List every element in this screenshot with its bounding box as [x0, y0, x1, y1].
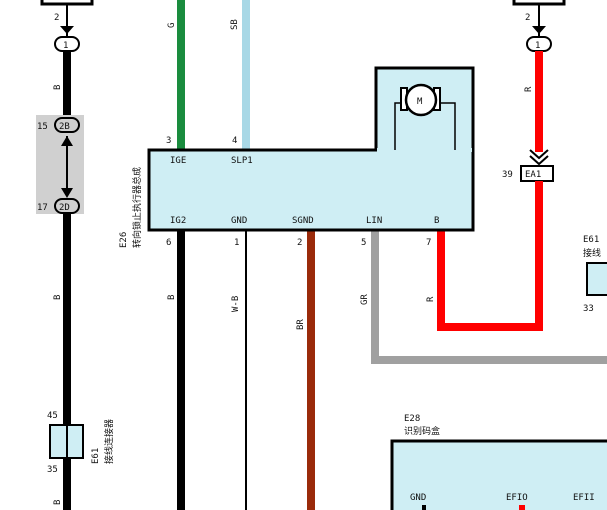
pin-4-number: 4 [232, 136, 237, 146]
e28-code: E28 [404, 414, 420, 424]
pin-5-number: 5 [361, 238, 366, 248]
left-top-pin: 2 [54, 13, 59, 23]
left-wire-label-bottom: B [53, 500, 63, 505]
e26-bottom-wires: 6 B 1 W-B 2 BR 5 GR 7 R [166, 230, 607, 510]
wire-lin-label: GR [360, 294, 370, 305]
housing-join [377, 148, 472, 152]
e26-body [147, 148, 475, 232]
wire-sgnd-label: BR [296, 319, 306, 330]
wire-sky-blue-label: SB [230, 19, 240, 30]
wire-green-label: G [167, 23, 177, 28]
e28-id-box: E28 识别码盒 GND EFIO EFII [390, 414, 607, 510]
motor-label: M [417, 97, 423, 107]
pin-3-number: 3 [166, 136, 171, 146]
e28-pin-efii: EFII [573, 493, 595, 503]
left-bus: 2 1 B 2B 15 2D 17 B 45 35 E61 接线连接器 B [36, 0, 115, 510]
left-wire-label-top: B [53, 85, 63, 90]
joint-bottom-name: 2D [59, 203, 70, 213]
left-top-arrow [60, 26, 74, 34]
joint-bottom-pin: 17 [37, 203, 48, 213]
right-connector-label: 1 [535, 41, 540, 51]
joint-top-name: 2B [59, 122, 70, 132]
pin-lin-name: LIN [366, 216, 382, 226]
pin-slp1-name: SLP1 [231, 156, 253, 166]
left-wire-label-mid: B [53, 295, 63, 300]
pin-6-number: 6 [166, 238, 171, 248]
e28-name: 识别码盒 [404, 425, 440, 437]
e61-left-top-pin: 45 [47, 411, 58, 421]
pin-gnd-name: GND [231, 216, 247, 226]
e26-name: 转向锁止执行器总成 [131, 167, 143, 248]
ea1-name: EA1 [525, 170, 541, 180]
pin-ige-name: IGE [170, 156, 186, 166]
e61-left-code: E61 [91, 448, 101, 464]
right-top-connector-box [512, 0, 566, 6]
right-top-arrow [532, 26, 546, 34]
e26-top-wires: G 3 SB 4 [166, 0, 250, 150]
e61-left-bottom-pin: 35 [47, 465, 58, 475]
pin-1-number: 1 [234, 238, 239, 248]
joint-arrow-up [61, 136, 73, 146]
e28-pin-gnd: GND [410, 493, 426, 503]
e61-right-name: 接线 [583, 247, 601, 259]
pin-ig2-name: IG2 [170, 216, 186, 226]
joint-top-oval [54, 117, 80, 133]
e61-right-pin: 33 [583, 304, 594, 314]
motor-lead-right [436, 102, 456, 150]
pin-b-name: B [434, 216, 439, 226]
wire-gnd-label: W-B [231, 296, 241, 312]
motor-icon [404, 83, 438, 117]
wire-lin-gray [371, 230, 607, 364]
e61-right-code: E61 [583, 235, 599, 245]
joint-top-pin: 15 [37, 122, 48, 132]
e61-right: E61 接线 33 [583, 235, 607, 314]
e26-code: E26 [119, 232, 129, 248]
pin-7-number: 7 [426, 238, 431, 248]
ea1-chevron-2 [529, 155, 549, 166]
left-connector-label: 1 [63, 41, 68, 51]
wire-b-label: R [426, 296, 436, 302]
ea1-chevron-1 [529, 149, 549, 160]
ea1-pin: 39 [502, 170, 513, 180]
red-feed-label: R [524, 86, 534, 92]
right-top-pin: 2 [525, 13, 530, 23]
left-top-connector-box [40, 0, 94, 6]
e28-body [390, 439, 607, 510]
red-loop-wire [437, 181, 543, 331]
e26-actuator: M IGE SLP1 IG2 GND SGND LIN B E26 转向锁止执行… [119, 66, 475, 248]
e61-right-connector [586, 262, 607, 296]
joint-arrow-down [61, 188, 73, 198]
e61-left-name: 接线连接器 [103, 419, 115, 464]
pin-sgnd-name: SGND [292, 216, 314, 226]
pin-2-number: 2 [297, 238, 302, 248]
right-feed: 2 1 R EA1 39 [437, 0, 566, 331]
e28-pin-efio: EFIO [506, 493, 528, 503]
wire-ig2-label: B [167, 295, 177, 300]
